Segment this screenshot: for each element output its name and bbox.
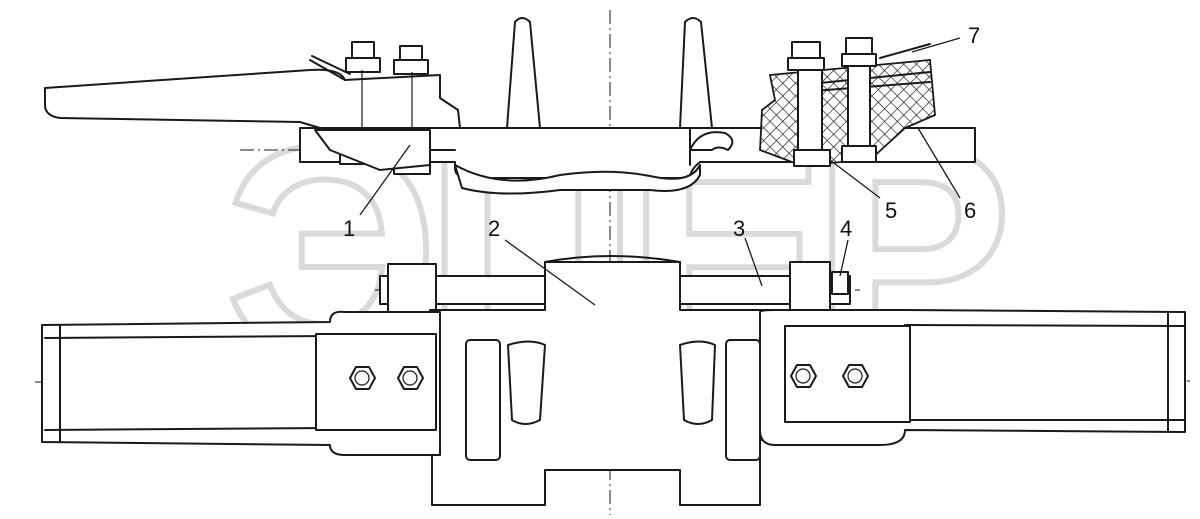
lower-assembly xyxy=(41,255,1186,506)
callout-1: 1 xyxy=(343,216,355,241)
post-left xyxy=(506,17,541,129)
shoe-plate xyxy=(44,68,461,129)
center-body xyxy=(429,261,791,506)
right-clamp xyxy=(759,37,936,167)
callouts: 1 2 3 4 5 6 7 xyxy=(343,23,980,306)
shaft-bracket-right xyxy=(789,261,831,315)
upper-assembly xyxy=(44,17,976,195)
leader-3 xyxy=(744,237,763,287)
leader-4 xyxy=(839,239,849,277)
kidney-slot-right xyxy=(679,340,716,425)
callout-6: 6 xyxy=(964,198,976,223)
hook xyxy=(689,131,734,151)
callout-4: 4 xyxy=(840,216,852,241)
slot-2 xyxy=(725,339,761,461)
nut-2 xyxy=(397,366,424,390)
kidney-slot-left xyxy=(507,340,546,425)
leader-7 xyxy=(911,37,961,53)
nut-1 xyxy=(349,366,376,390)
callout-3: 3 xyxy=(733,216,745,241)
clamp-bracket xyxy=(314,129,431,171)
beam-underside xyxy=(454,164,701,195)
callout-2: 2 xyxy=(488,216,500,241)
nut-4 xyxy=(842,364,869,388)
callout-5: 5 xyxy=(885,198,897,223)
leader-5 xyxy=(829,159,881,199)
leader-6 xyxy=(917,127,961,199)
leader-1 xyxy=(359,144,411,216)
shaft-bracket-left xyxy=(387,263,437,315)
slot-1 xyxy=(465,339,501,461)
callout-7: 7 xyxy=(968,23,980,48)
leader-2 xyxy=(504,239,596,306)
nut-3 xyxy=(790,364,817,388)
shaft-nut xyxy=(831,271,849,295)
post-right xyxy=(679,17,713,129)
hex-nuts xyxy=(349,364,869,390)
